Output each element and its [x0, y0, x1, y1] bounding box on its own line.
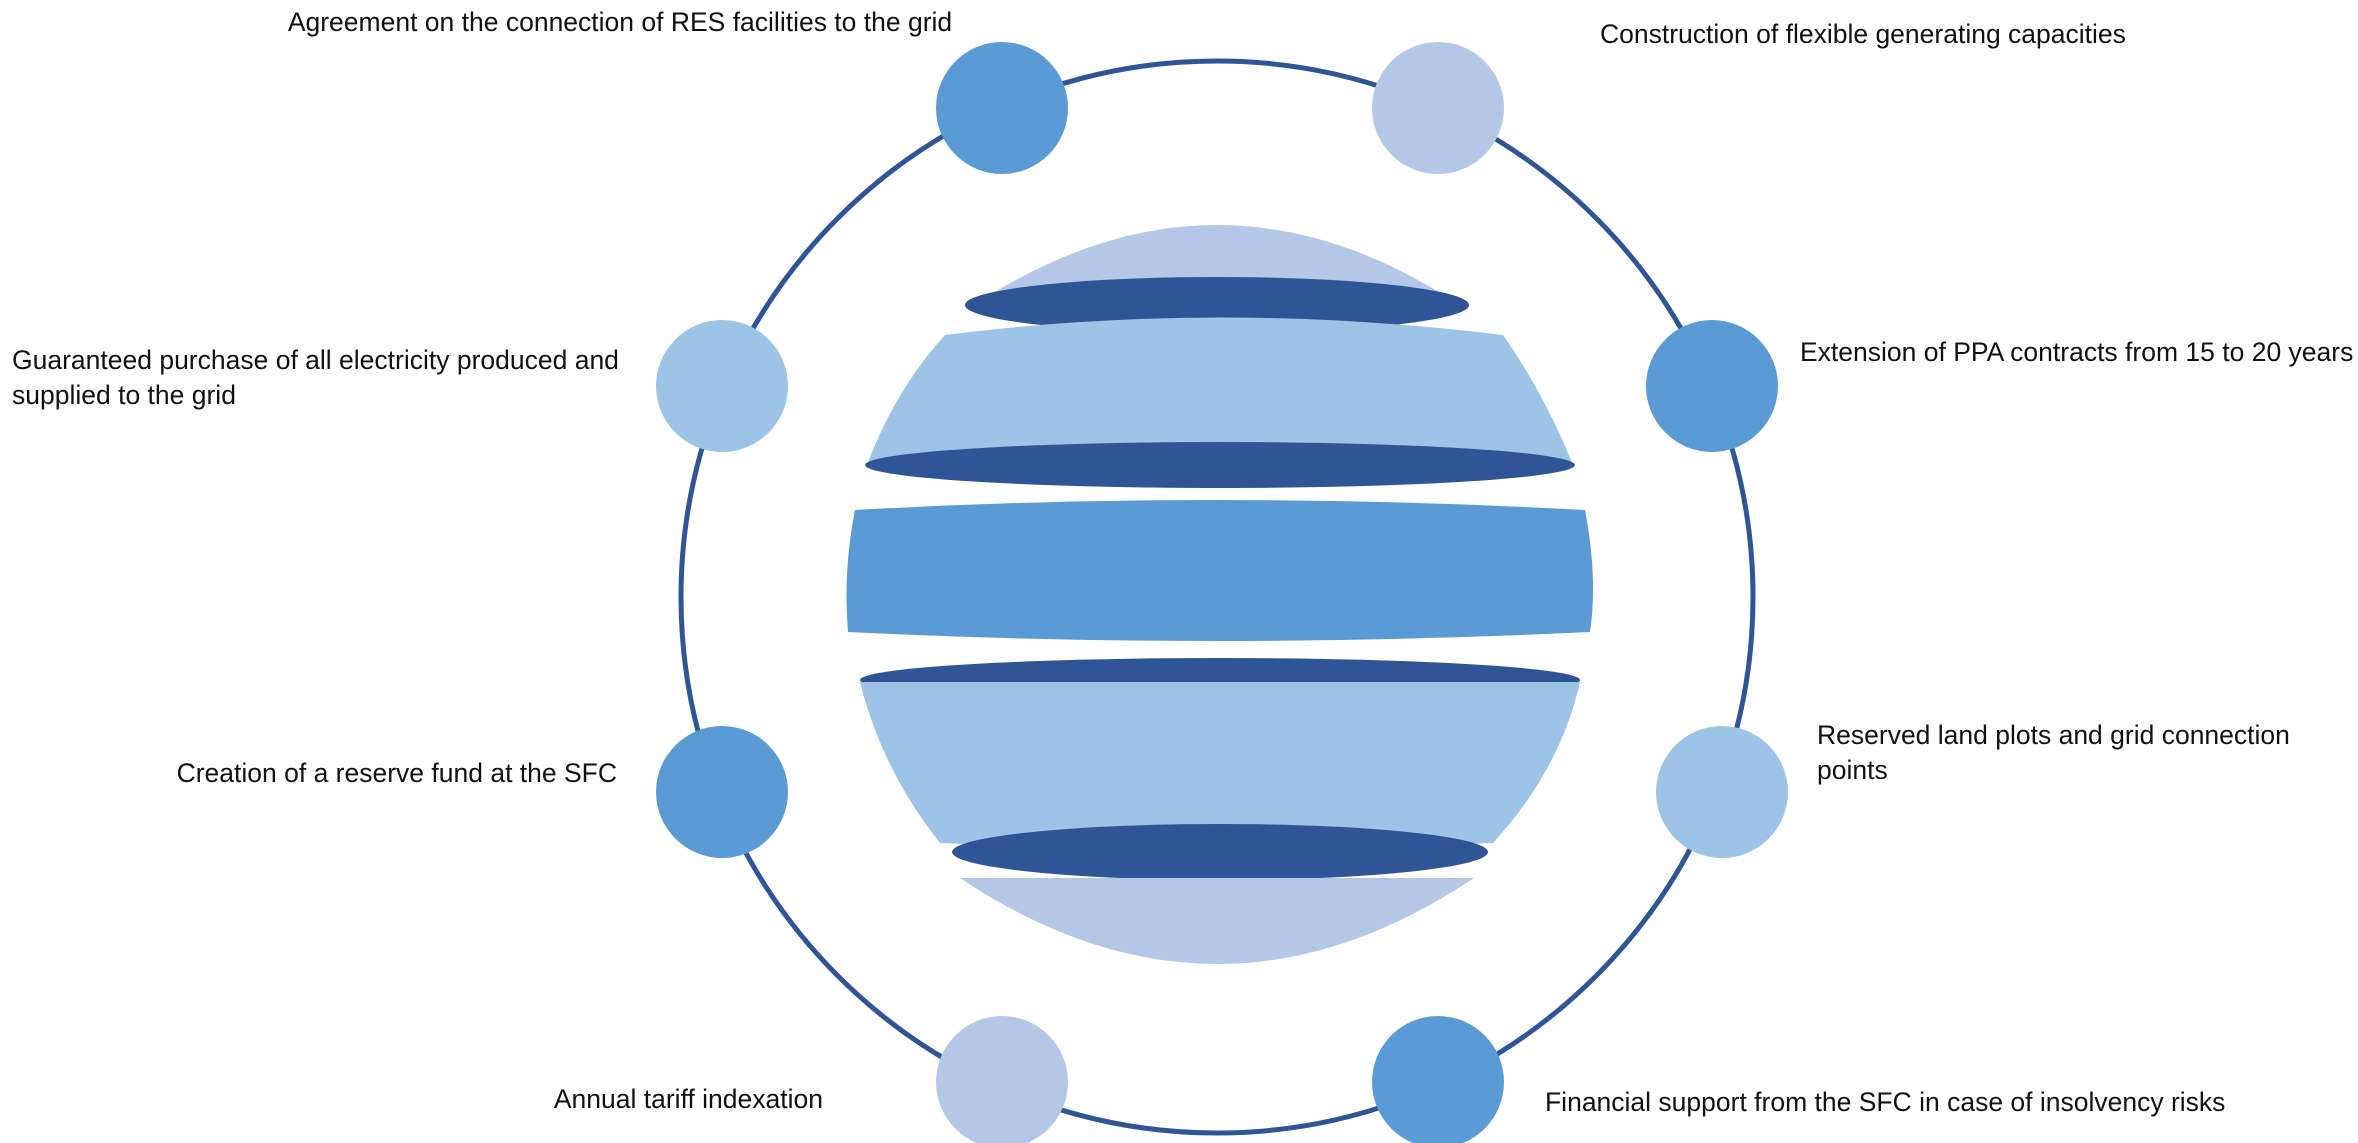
sphere-rim-1 [965, 277, 1469, 333]
node-guaranteed-purchase-icon [656, 320, 788, 452]
nodes-layer [656, 42, 1788, 1143]
node-financial-support-icon [1372, 1016, 1504, 1143]
node-ppa-extension-icon [1646, 320, 1778, 452]
sphere-rim-4 [952, 824, 1488, 880]
node-res-connection-icon [936, 42, 1068, 174]
node-tariff-indexation-icon [936, 1016, 1068, 1143]
sphere-middle-band [846, 500, 1594, 641]
sphere-rim-2 [865, 442, 1575, 488]
label-reserve-fund: Creation of a reserve fund at the SFC [176, 758, 617, 788]
node-reserve-fund-icon [656, 726, 788, 858]
central-sphere [846, 225, 1594, 964]
outer-ring [678, 58, 1756, 1136]
sphere-lower-band [860, 682, 1580, 849]
label-flexible-capacities: Construction of flexible generating capa… [1600, 19, 2126, 49]
label-ppa-extension: Extension of PPA contracts from 15 to 20… [1800, 337, 2354, 367]
label-reserved-land: Reserved land plots and grid connection … [1817, 720, 2290, 785]
node-flexible-capacities-icon [1372, 42, 1504, 174]
sphere-upper-band [867, 317, 1573, 465]
sphere-bottom-cap [960, 878, 1474, 964]
label-financial-support: Financial support from the SFC in case o… [1545, 1087, 2226, 1117]
label-tariff-indexation: Annual tariff indexation [553, 1084, 823, 1114]
label-res-connection: Agreement on the connection of RES facil… [287, 7, 953, 37]
node-reserved-land-icon [1656, 726, 1788, 858]
label-guaranteed-purchase: Guaranteed purchase of all electricity p… [12, 345, 619, 410]
